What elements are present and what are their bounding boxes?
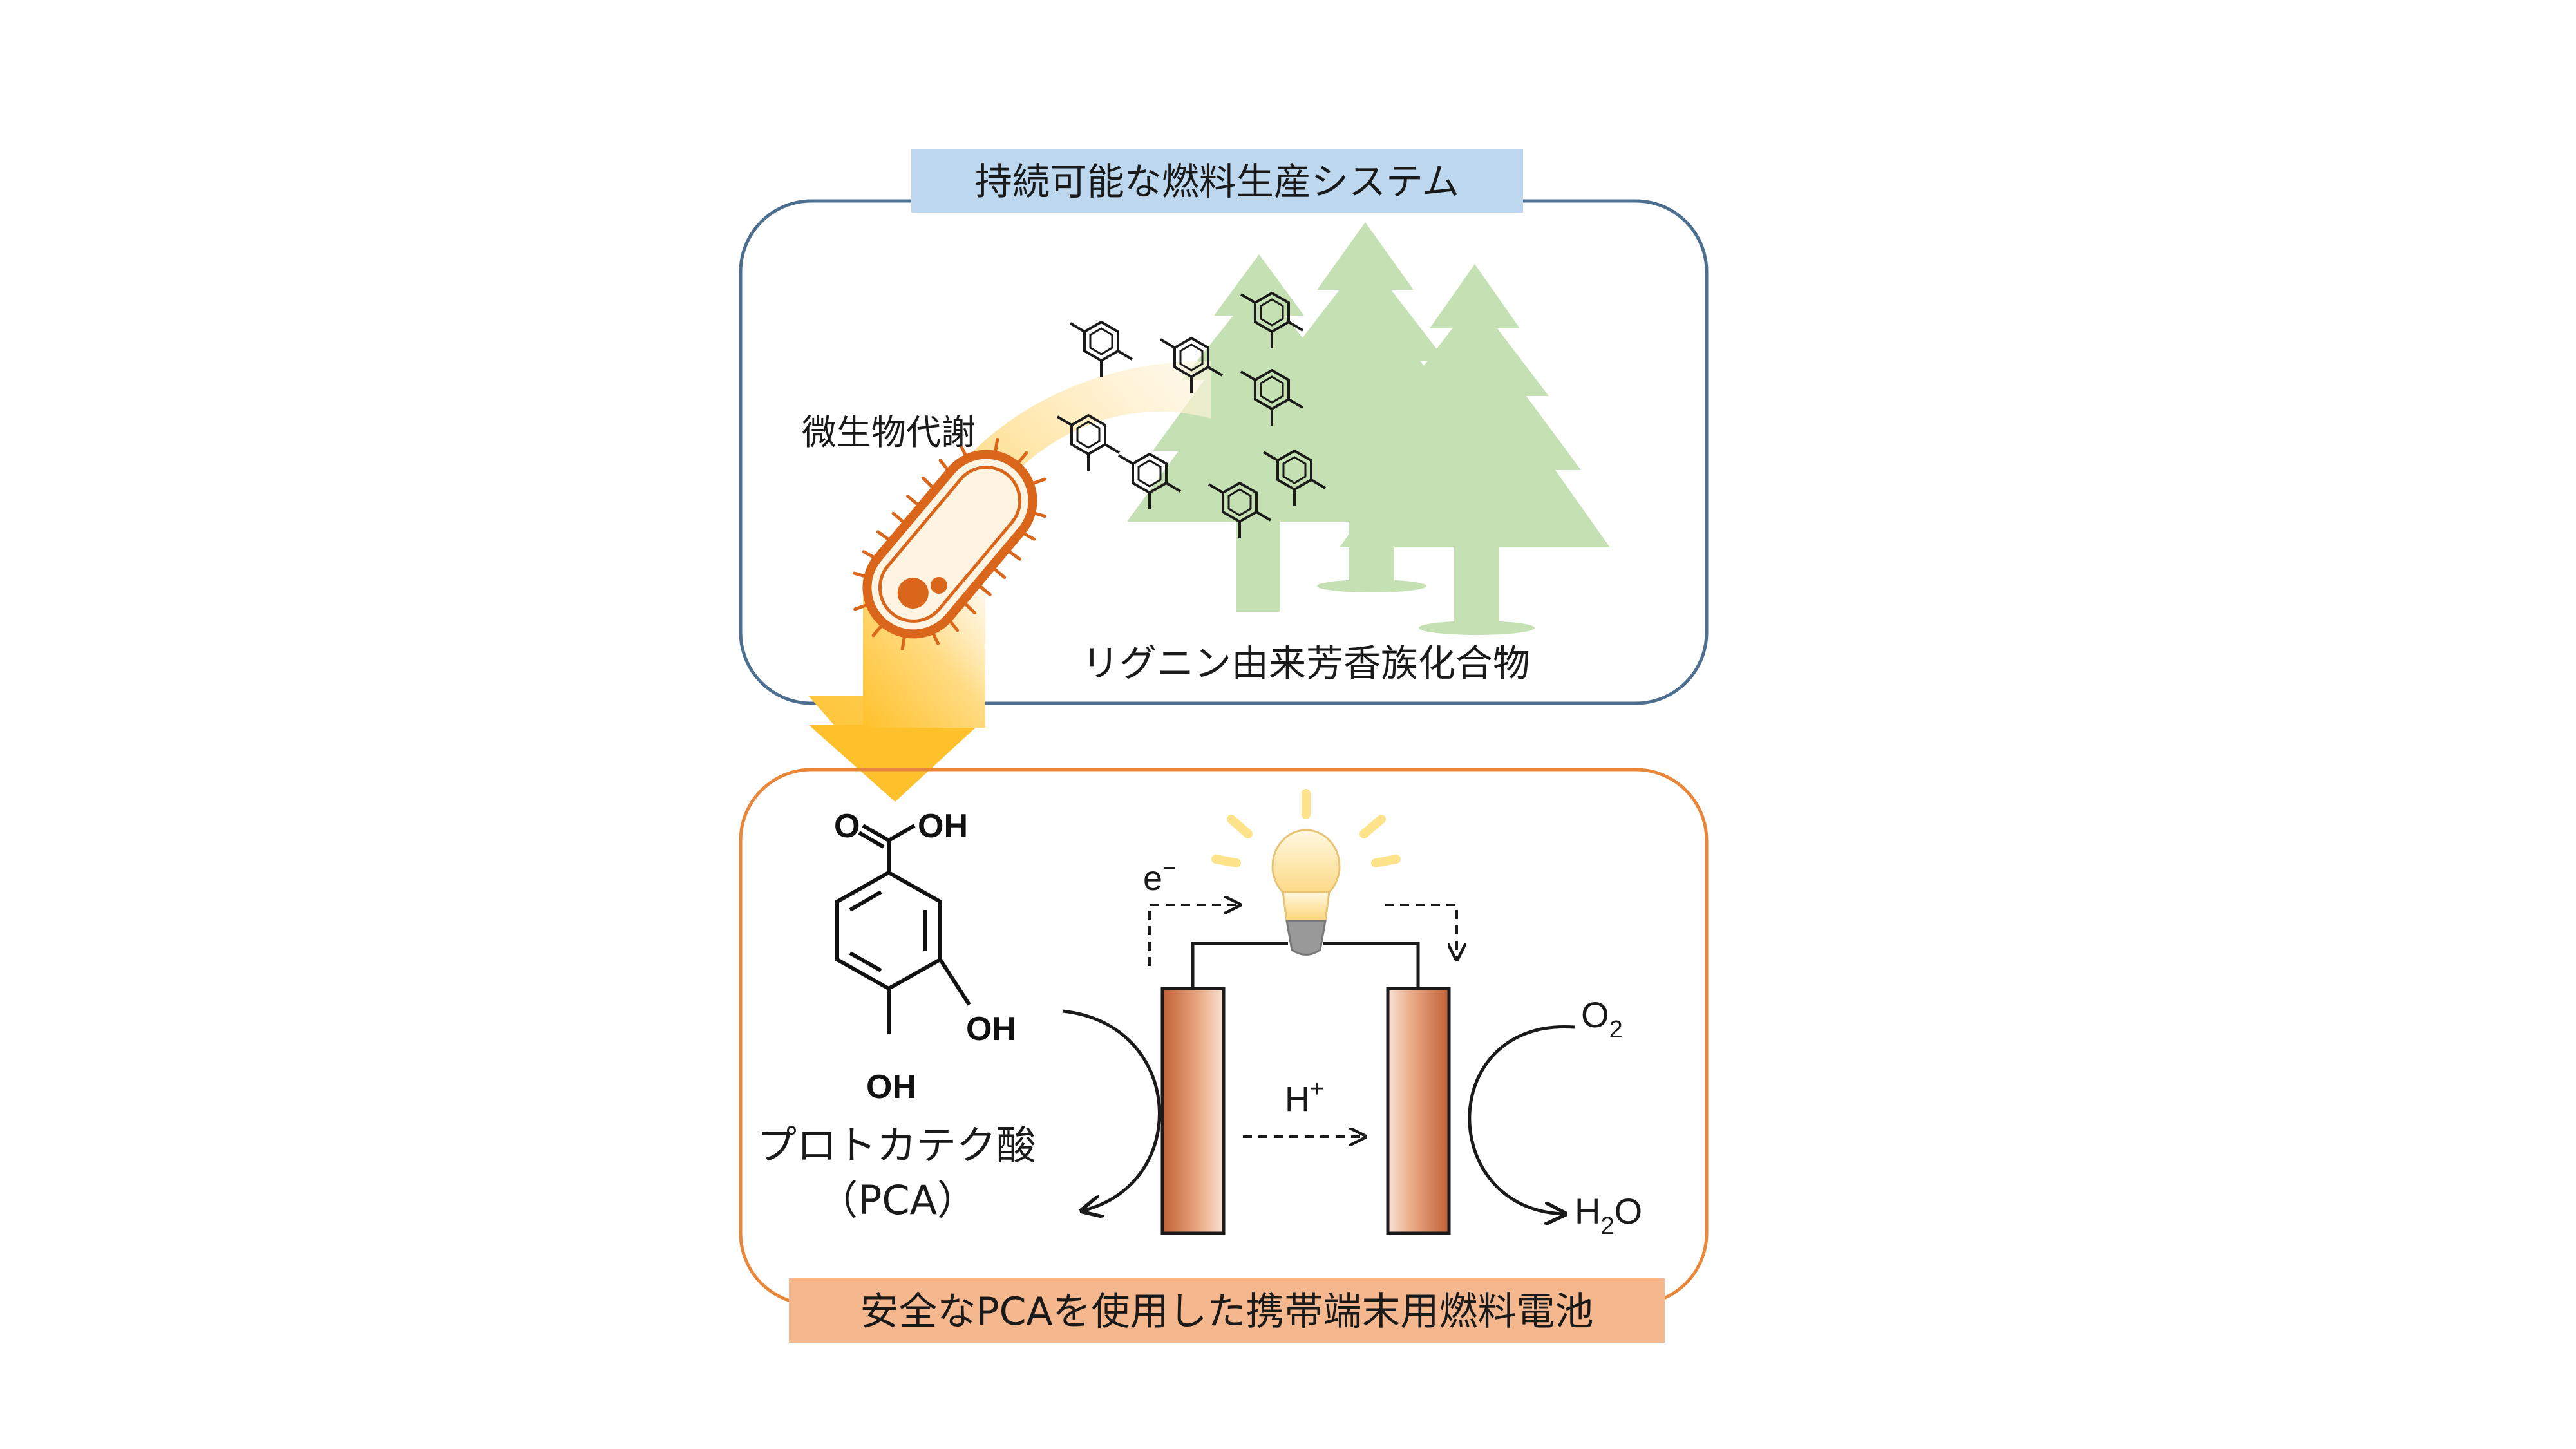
electron-flow-left [1148,905,1240,966]
cathode-reaction-arrow [1468,1025,1575,1214]
forest-trees [1127,222,1610,635]
pca-abbrev: （PCA） [818,1177,977,1224]
oxygen-label: O2 [1581,994,1623,1043]
top-panel-title: 持続可能な燃料生産システム [975,160,1459,204]
light-bulb-icon [1211,789,1401,956]
cathode [1386,987,1451,1235]
electron-flow-right [1385,904,1457,960]
top-title-box [911,149,1523,213]
anode [1160,987,1226,1235]
anode-reaction-arrow [1062,1009,1161,1211]
pca-structure [835,824,971,1034]
wire-right [1323,942,1420,989]
lignin-label: リグニン由来芳香族化合物 [1082,641,1530,685]
proton-label: H+ [1285,1075,1324,1119]
bottom-panel-title: 安全なPCAを使用した携帯端末用燃料電池 [860,1289,1593,1334]
metabolism-label: 微生物代謝 [802,412,976,453]
electron-label: e− [1143,855,1176,898]
carboxyl-o: O [834,808,860,845]
pca-name: プロトカテク酸 [757,1122,1036,1169]
carboxyl-oh: OH [918,808,968,845]
hydroxyl-3: OH [966,1010,1016,1048]
bottom-title-box [789,1278,1665,1343]
water-label: H2O [1575,1191,1642,1240]
bacterium-icon [852,437,1046,651]
hydroxyl-4: OH [866,1068,916,1106]
flow-arrow-head [808,724,979,802]
wire-left [1191,942,1288,989]
